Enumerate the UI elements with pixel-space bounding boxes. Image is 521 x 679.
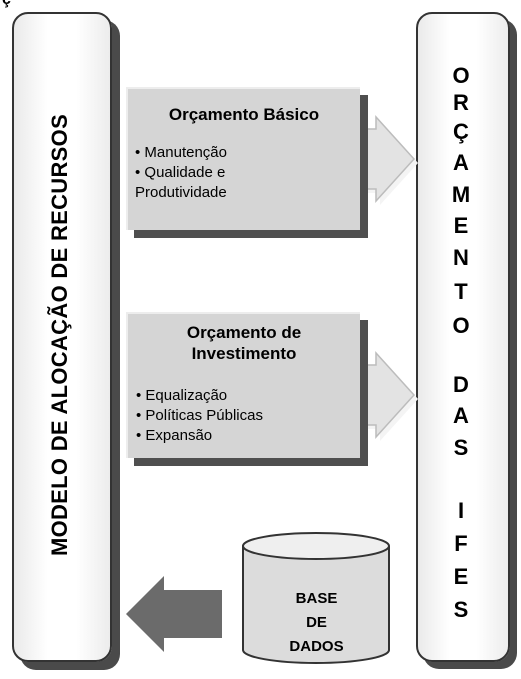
box-title: Orçamento de Investimento [128,322,360,364]
ifes-budget-letter: N [453,245,469,270]
box-title-line: Orçamento de [186,323,302,342]
ifes-budget-letter: R [453,90,469,115]
ifes-budget-letter: A [453,150,469,175]
left-arrow-icon [126,576,222,652]
right-arrow-icon [355,115,416,203]
list-item: • Equalização [136,387,228,404]
box-items: • Equalização • Políticas Públicas • Exp… [128,386,360,446]
box-title-line: Investimento [191,344,297,363]
ifes-budget-letter: O [452,313,470,338]
database-label-line: BASE [295,590,338,607]
database-label-line: DADOS [289,638,344,655]
database-cylinder-icon [242,532,390,664]
ifes-budget-letter: S [453,597,469,622]
resource-allocation-model-panel [12,12,112,662]
list-item: Produtividade [135,184,227,201]
ifes-budget-letter: D [453,372,469,397]
ifes-budget-letter: E [453,213,469,238]
list-item: • Políticas Públicas [136,407,263,424]
basic-budget-box: Orçamento Básico • Manutenção • Qualidad… [126,87,360,230]
database-label-line: DE [306,614,327,631]
ifes-budget-letter: I [457,498,465,523]
box-title: Orçamento Básico [168,105,320,124]
ifes-budget-letter: O [452,63,470,88]
investment-budget-box: Orçamento de Investimento • Equalização … [126,312,360,458]
ifes-budget-letter: S [453,435,469,460]
ifes-budget-panel [416,12,510,662]
box-items: • Manutenção • Qualidade e Produtividade [128,143,360,203]
stray-character: ç [2,0,11,9]
ifes-budget-letter: A [453,403,469,428]
ifes-budget-letter: M [451,182,471,207]
ifes-budget-letter: E [453,564,469,589]
list-item: • Expansão [136,427,213,444]
ifes-budget-letter: F [454,531,468,556]
list-item: • Manutenção [135,144,227,161]
ifes-budget-letter: T [454,279,468,304]
list-item: • Qualidade e [135,164,226,181]
right-arrow-icon [355,351,416,439]
ifes-budget-letter: Ç [453,119,469,144]
